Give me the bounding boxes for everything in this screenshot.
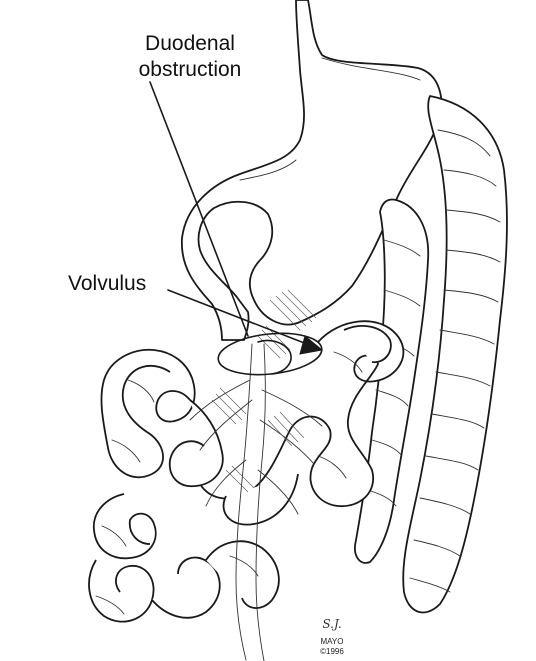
duodenal-leader-line	[149, 81, 249, 337]
mesentery	[189, 289, 323, 661]
duodenal-obstruction-label-line1: Duodenal	[145, 32, 235, 55]
volvulus-twist	[217, 332, 323, 376]
volvulus-arrow	[167, 289, 324, 355]
artist-initials: S.J.	[322, 617, 341, 631]
volvulus-label: Volvulus	[68, 272, 146, 295]
copyright-year: ©1996	[320, 647, 344, 656]
small-intestine	[88, 320, 405, 623]
mayo-mark: MAYO	[321, 637, 344, 646]
colon	[354, 95, 508, 614]
duodenal-obstruction-label-line2: obstruction	[139, 58, 242, 81]
